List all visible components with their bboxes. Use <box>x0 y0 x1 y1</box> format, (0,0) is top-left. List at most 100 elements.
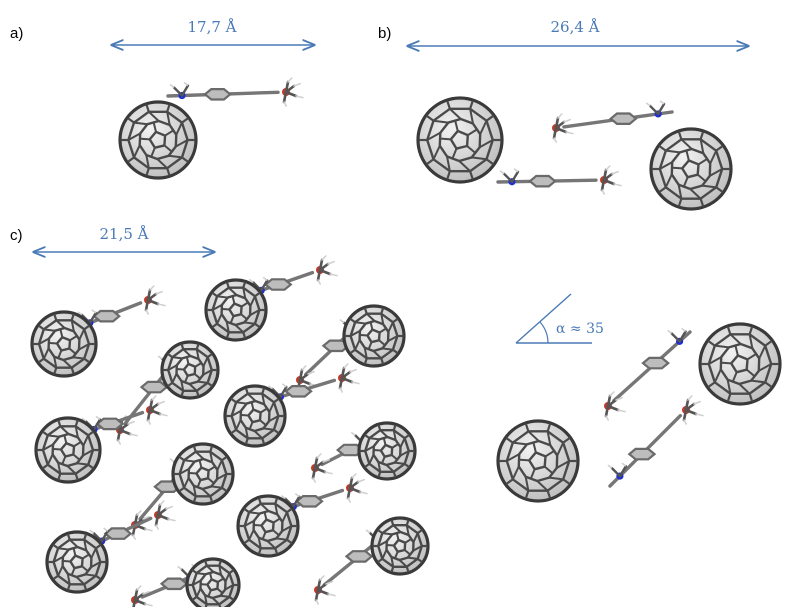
fullerene-ring <box>246 408 262 424</box>
fullerene-bond <box>392 524 402 533</box>
fullerene-bond <box>680 138 693 150</box>
fullerene-bond <box>218 560 222 567</box>
fullerene-bond <box>380 313 385 325</box>
phenyl-ring <box>335 443 365 457</box>
rotated-dimer <box>496 322 782 503</box>
hydrogen-bond <box>91 309 97 314</box>
fullerene-bond <box>524 476 530 491</box>
fullerene-bond <box>458 160 471 172</box>
fullerene-bond <box>239 413 249 417</box>
fullerene-bond <box>250 401 255 410</box>
fullerene-bond <box>276 537 288 541</box>
fullerene-bond <box>404 462 410 469</box>
hydrogen-bond <box>327 260 336 265</box>
fullerene-bond <box>404 549 412 556</box>
fullerene-cage <box>223 384 287 448</box>
fullerene-bond <box>62 359 73 369</box>
fullerene-bond <box>390 519 395 526</box>
packed-molecule <box>131 557 241 607</box>
fullerene-bond <box>254 291 261 298</box>
fullerene-bond <box>231 295 236 304</box>
hydrogen-bond <box>350 431 356 436</box>
methyl-bond <box>298 378 312 386</box>
methyl-bond <box>348 486 362 494</box>
fullerene-ring <box>438 117 482 163</box>
fullerene-bond <box>260 407 269 414</box>
fullerene-bond <box>393 551 399 560</box>
angle-annotation: α ≈ 35 <box>515 293 604 344</box>
packed-molecule <box>34 395 168 484</box>
fullerene-bond <box>163 144 174 154</box>
fullerene-bond <box>217 577 225 583</box>
crystal-packing <box>30 255 430 607</box>
fullerene-bond <box>532 441 537 453</box>
methyl-bond <box>118 428 132 436</box>
fullerene-bond <box>242 281 247 289</box>
fullerene-bond <box>377 540 388 547</box>
fullerene-bond <box>166 104 171 113</box>
fullerene-bond <box>426 114 435 122</box>
fullerene-bond <box>59 425 70 435</box>
fullerene-bond <box>536 480 549 492</box>
fullerene-bond <box>53 356 58 368</box>
fullerene-bond <box>38 337 50 345</box>
fullerene-bond <box>95 543 102 550</box>
fullerene-bond <box>192 495 197 503</box>
hydrogen-bond <box>553 137 558 143</box>
fullerene-bond <box>369 437 380 441</box>
panel-c: c) 21,5 Å α ≈ 35 <box>10 225 782 607</box>
fullerene-bond <box>224 572 231 582</box>
fullerene-bond <box>685 149 690 161</box>
fullerene-bond <box>220 307 230 311</box>
fullerene-bond <box>453 119 459 132</box>
fullerene-bond <box>511 466 520 480</box>
fullerene-bond <box>207 381 213 388</box>
panel-b-dimer <box>416 96 733 211</box>
fullerene-bond <box>689 188 702 200</box>
fullerene-bond <box>729 333 742 345</box>
fullerene-bond <box>387 321 394 333</box>
fullerene-bond <box>53 367 58 375</box>
fullerene-bond <box>75 576 85 585</box>
fullerene-bond <box>191 596 198 601</box>
fullerene-bond <box>708 356 722 365</box>
fullerene-bond <box>412 545 423 552</box>
fullerene-bond <box>198 459 203 468</box>
fullerene-bond <box>167 381 173 388</box>
hydrogen-bond <box>349 368 358 373</box>
fullerene-bond <box>697 157 709 166</box>
methyl-bond <box>682 408 688 422</box>
panel-b-dimension-label: 26,4 Å <box>551 18 600 36</box>
fullerene-ring <box>205 577 220 592</box>
fullerene-bond <box>263 511 268 520</box>
fullerene-bond <box>55 319 66 329</box>
packed-molecule <box>223 363 360 448</box>
hydrogen-bond <box>149 285 155 291</box>
fullerene-bond <box>61 559 71 563</box>
fullerene-bond <box>261 393 266 405</box>
hydrogen-bond <box>357 478 366 483</box>
fullerene-bond <box>274 497 279 505</box>
fullerene-bond <box>385 464 395 473</box>
hydrogen-bond <box>295 95 304 99</box>
panel-a-molecule <box>118 77 304 180</box>
fullerene-bond <box>697 173 707 183</box>
fullerene-bond <box>192 445 197 453</box>
fullerene-outline <box>370 516 430 576</box>
methyl-bond <box>148 398 154 412</box>
fullerene-bond <box>677 184 683 199</box>
hydrogen-bond <box>95 415 101 421</box>
fullerene-bond <box>665 149 680 154</box>
phenyl-ring <box>641 356 670 370</box>
fullerene-bond <box>392 317 399 324</box>
fullerene-bond <box>192 579 202 586</box>
fullerene-bond <box>207 352 213 359</box>
fullerene-bond <box>70 567 76 577</box>
fullerene-bond <box>381 549 388 560</box>
fullerene-bond <box>405 566 410 573</box>
phenyl-ring <box>159 577 189 591</box>
fullerene-bond <box>266 540 276 549</box>
methyl-bond <box>154 513 160 527</box>
fullerene-bond <box>41 430 49 437</box>
fullerene-cage <box>357 421 417 481</box>
